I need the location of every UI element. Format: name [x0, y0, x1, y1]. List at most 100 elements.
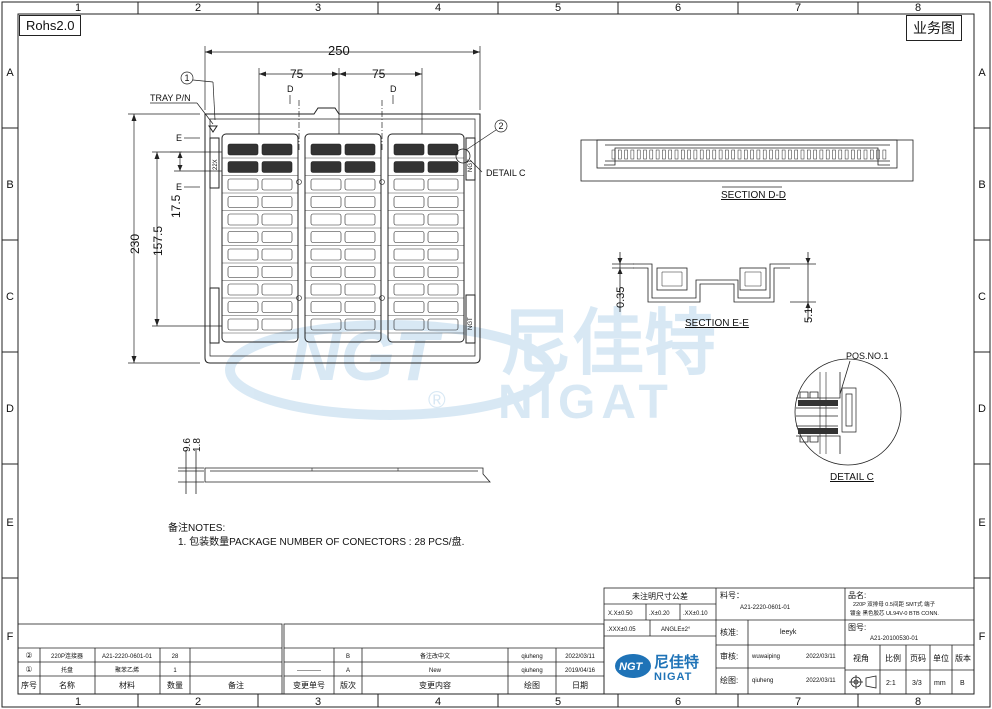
tray-dimensions: [128, 46, 481, 364]
balloon-2: 2: [499, 121, 504, 131]
pocket-slot: [427, 301, 459, 313]
bom-header: 备注: [228, 680, 244, 690]
pocket-slot: [227, 301, 259, 313]
dd-tooth: [876, 149, 880, 160]
rev-header: 日期: [572, 681, 588, 690]
logo-mark: NGT: [619, 661, 644, 673]
tray-inner-outline: [209, 118, 476, 357]
dd-tooth: [832, 149, 836, 160]
notes-line: 1. 包装数量PACKAGE NUMBER OF CONECTORS : 28 …: [178, 537, 465, 548]
dd-tooth: [775, 149, 780, 160]
drawing-no: A21-20100530-01: [870, 636, 919, 642]
pocket-slot: [393, 143, 425, 156]
pocket-slot: [227, 266, 259, 278]
approve-label: 核准:: [720, 627, 738, 637]
dd-tooth: [844, 149, 849, 160]
dim-step: 17.5: [169, 194, 183, 218]
label-pad: [465, 294, 476, 344]
page-value: 3/3: [912, 680, 922, 687]
logo-en: NIGAT: [654, 671, 692, 683]
pocket-slot: [261, 248, 293, 261]
bom-table: [17, 623, 283, 695]
title-logo: NGT 尼佳特 NIGAT: [615, 653, 699, 683]
rev-row-content: New: [429, 668, 442, 674]
pocket-slot: [261, 143, 293, 156]
title-block-text: 未注明尺寸公差 X.X±0.50 .X±0.20 .XX±0.10 .XXX±0…: [607, 590, 971, 687]
dd-tooth: [870, 149, 874, 160]
locating-hole: [379, 179, 385, 185]
projection-symbol: [849, 675, 877, 689]
dd-tooth: [681, 149, 685, 160]
dd-tooth: [744, 149, 748, 160]
tray-marking: NGT NGT 22X: [213, 159, 474, 330]
review-label: 审核:: [720, 651, 738, 661]
rev-row-rev: A: [346, 668, 350, 674]
dd-tooth: [863, 149, 868, 160]
col-number: 5: [555, 696, 561, 708]
dd-tooth: [857, 149, 861, 160]
detail-c-label: DETAIL C: [830, 472, 874, 483]
approve-name: leeyk: [780, 629, 797, 636]
unit-value: mm: [934, 680, 946, 687]
dd-tooth: [788, 149, 792, 160]
version-value: B: [960, 680, 965, 687]
drawing-no-label: 图号:: [848, 623, 866, 632]
pocket-slot: [344, 266, 376, 278]
dd-tooth: [718, 149, 723, 160]
tol-xx: .X±0.20: [649, 611, 670, 617]
dd-tooth: [693, 149, 698, 160]
col-version: 版本: [955, 653, 971, 663]
bom-header: 名称: [59, 680, 75, 690]
section-ee-text: 0.35 5.1 SECTION E-E: [615, 287, 815, 329]
rev-row-drawer: qiuheng: [521, 668, 542, 674]
rev-row-drawer: qiuheng: [521, 654, 542, 660]
dd-tooth: [731, 149, 735, 160]
name-label: 品名:: [848, 590, 866, 600]
dd-tooth: [769, 149, 773, 160]
dim-inner-height: 157.5: [151, 226, 165, 256]
pocket-slot: [393, 248, 425, 261]
dd-tooth: [825, 149, 830, 160]
draw-label: 绘图:: [720, 675, 738, 685]
dim-96: 9.6: [182, 438, 193, 452]
detail-c-text: POS.NO.1 DETAIL C: [830, 351, 889, 483]
title-block: [603, 587, 975, 695]
pocket-slot: [427, 161, 459, 173]
dd-tooth: [712, 149, 717, 160]
pocket-column: [387, 133, 465, 343]
logo-cn: 尼佳特: [654, 653, 699, 671]
revision-table-text: B 备注改中文 qiuheng 2022/03/11 ———— A New qi…: [293, 652, 596, 690]
pocket-slot: [344, 283, 376, 296]
dd-tooth: [838, 149, 843, 160]
pocket-slot: [310, 318, 342, 331]
pocket-slot: [310, 213, 342, 226]
bom-header: 材料: [119, 680, 135, 690]
col-number: 3: [315, 696, 321, 708]
dim-width: 250: [328, 43, 350, 58]
dd-tooth: [819, 149, 824, 160]
section-dd-view: [580, 139, 914, 188]
label-pad: [209, 137, 220, 189]
pocket-slot: [427, 213, 459, 226]
name-line2: 镀金 黑色胶芯 UL94V-0 BTB CONN.: [850, 609, 939, 617]
col-page: 页码: [910, 654, 926, 663]
pocket-slot: [227, 231, 259, 243]
draw-name: qiuheng: [752, 678, 773, 684]
detail-c-view: [794, 358, 902, 466]
pocket-column: [304, 133, 382, 343]
pocket-slot: [261, 196, 293, 208]
col-unit: 单位: [933, 653, 949, 663]
dim-035: 0.35: [615, 287, 627, 308]
row-letter: B: [978, 179, 985, 191]
dd-tooth: [611, 149, 616, 160]
marking-ngt: NGT: [468, 159, 474, 172]
col-scale: 比例: [885, 653, 901, 663]
pocket-slot: [261, 301, 293, 313]
dd-tooth: [649, 149, 654, 160]
tray-outline: [204, 107, 481, 364]
dim-arrows: [131, 49, 480, 363]
dd-tooth: [643, 149, 647, 160]
col-view: 视角: [853, 653, 869, 663]
pocket-column: [221, 133, 299, 343]
